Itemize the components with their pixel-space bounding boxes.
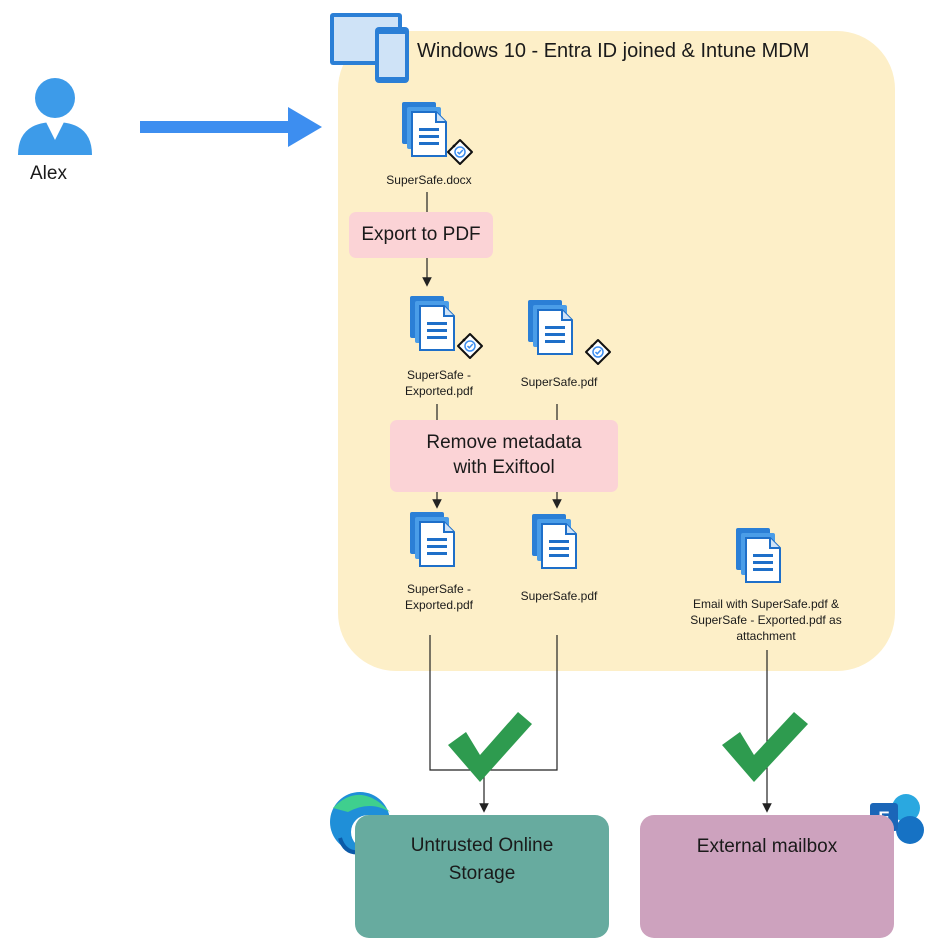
external-mailbox-box: External mailbox — [640, 815, 894, 938]
check-icon — [448, 712, 532, 782]
file-label-line: SuperSafe - — [406, 582, 472, 596]
storage-label-line: Storage — [448, 862, 516, 884]
file-label-clean-exported-pdf: SuperSafe - Exported.pdf — [376, 581, 502, 613]
file-label-line: attachment — [736, 629, 796, 644]
device-title: Windows 10 - Entra ID joined & Intune MD… — [417, 40, 810, 62]
device-icon — [330, 13, 409, 83]
file-label-docx: SuperSafe.docx — [386, 173, 472, 187]
document-icon-email — [735, 527, 781, 583]
document-icon-docx — [401, 101, 447, 157]
document-icon-clean-exported-pdf — [409, 511, 455, 567]
file-label-email: Email with SuperSafe.pdf & SuperSafe - E… — [666, 596, 866, 645]
file-label-line: Email with SuperSafe.pdf & — [692, 597, 840, 611]
mailbox-label: External mailbox — [696, 835, 838, 857]
file-label-line: SuperSafe - — [406, 368, 472, 382]
export-to-pdf-step: Export to PDF — [349, 212, 493, 258]
file-label-line: Exported.pdf — [404, 384, 474, 399]
sensitivity-label-icon — [447, 139, 473, 165]
step-label-line: Remove metadata — [426, 432, 582, 454]
untrusted-storage-box: Untrusted Online Storage — [355, 815, 609, 938]
file-label-line: SuperSafe - Exported.pdf as — [690, 613, 842, 628]
remove-metadata-step: Remove metadata with Exiftool — [390, 420, 618, 492]
file-label-pdf: SuperSafe.pdf — [520, 375, 598, 389]
sensitivity-label-icon — [457, 333, 483, 359]
file-label-exported-pdf: SuperSafe - Exported.pdf — [376, 367, 502, 399]
user-icon — [18, 78, 92, 155]
storage-label-line: Untrusted Online — [410, 834, 554, 856]
connectors — [422, 192, 772, 813]
document-icon-exported-pdf — [409, 295, 455, 351]
check-icon — [722, 712, 808, 782]
file-label-line: Exported.pdf — [404, 598, 474, 613]
user-label: Alex — [30, 163, 67, 184]
sensitivity-label-icon — [585, 339, 611, 365]
document-icon-pdf — [527, 299, 573, 355]
step-label-line: with Exiftool — [453, 457, 555, 478]
file-label-clean-pdf: SuperSafe.pdf — [520, 589, 598, 603]
user-to-device-arrow — [140, 107, 322, 147]
document-icon-clean-pdf — [531, 513, 577, 569]
